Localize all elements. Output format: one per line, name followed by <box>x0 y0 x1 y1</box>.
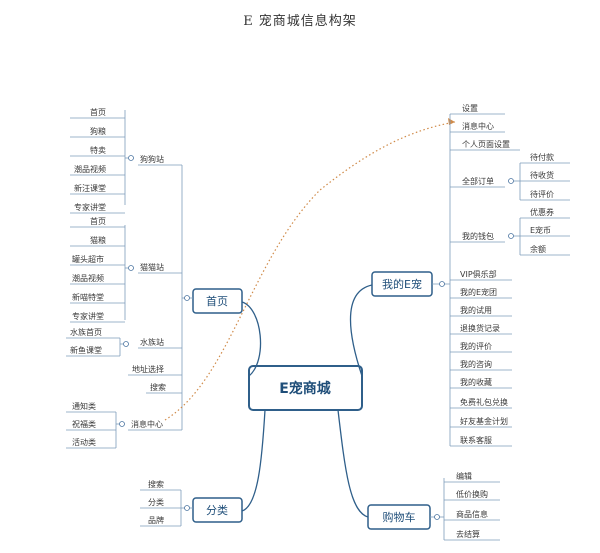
cart-product-info: 商品信息 <box>456 509 488 519</box>
cart-low-price: 低价换购 <box>456 489 488 499</box>
mine-group: 我的E宠团 <box>460 287 497 297</box>
mine-trial: 我的试用 <box>460 305 492 315</box>
mine-wallet-label: 我的钱包 <box>462 231 494 241</box>
mine-gift: 免费礼包兑换 <box>460 397 508 407</box>
wallet-items: 优惠券 E宠币 余额 <box>520 207 570 256</box>
dog-station-items: 首页 狗粮 特卖 潮品视频 新汪课堂 专家讲堂 <box>70 107 125 214</box>
msg-item-activity: 活动类 <box>72 437 96 447</box>
cat-station-label: 猫猫站 <box>140 262 164 272</box>
home-node-box <box>192 288 243 314</box>
home-node-label: 首页 <box>206 294 228 308</box>
dog-station-label: 狗狗站 <box>140 154 164 164</box>
cat-item-expert: 专家讲堂 <box>72 311 104 321</box>
mine-msg-center: 消息中心 <box>462 121 494 131</box>
mine-node-label: 我的E宠 <box>382 277 422 291</box>
home-search-label: 搜索 <box>150 382 166 392</box>
center-node-box <box>248 365 363 411</box>
aqua-station-label: 水族站 <box>140 337 164 347</box>
link-center-mine <box>349 284 373 377</box>
link-center-home <box>241 301 262 377</box>
mine-service: 联系客服 <box>460 435 492 445</box>
category-items: 搜索 分类 品牌 <box>140 479 181 527</box>
wallet-balance: 余额 <box>530 244 546 254</box>
dog-item-home: 首页 <box>90 107 106 117</box>
dog-item-video: 潮品视频 <box>74 164 106 174</box>
cart-checkout: 去结算 <box>456 529 480 539</box>
mine-consult: 我的咨询 <box>460 359 492 369</box>
link-center-cart <box>337 409 369 518</box>
order-pending-receive: 待收货 <box>530 170 554 180</box>
order-items: 待付款 待收货 待评价 <box>520 152 570 201</box>
center-node-label: E宠商城 <box>279 380 331 397</box>
wallet-ecoin: E宠币 <box>530 225 551 235</box>
mine-personal-settings: 个人页面设置 <box>462 139 510 149</box>
cat-item-class: 新喵特堂 <box>72 292 104 302</box>
cart-edit: 编辑 <box>456 471 472 481</box>
cat-item-can: 罐头超市 <box>72 254 104 264</box>
address-select-label: 地址选择 <box>132 364 164 374</box>
dog-item-expert: 专家讲堂 <box>74 202 106 212</box>
mine-favorites: 我的收藏 <box>460 377 492 387</box>
order-pending-review: 待评价 <box>530 189 554 199</box>
category-node-label: 分类 <box>206 503 228 517</box>
category-item-search: 搜索 <box>148 479 164 489</box>
cat-item-food: 猫粮 <box>90 235 106 245</box>
mine-orders-label: 全部订单 <box>462 176 494 186</box>
diagram-title: E 宠商城信息构架 <box>243 14 357 29</box>
dog-item-sale: 特卖 <box>90 145 106 155</box>
cat-station-items: 首页 猫粮 罐头超市 潮品视频 新喵特堂 专家讲堂 <box>70 216 125 323</box>
msg-item-notify: 通知类 <box>72 401 96 411</box>
mine-returns: 退换货记录 <box>460 323 500 333</box>
msg-item-bless: 祝福类 <box>72 419 96 429</box>
mine-settings: 设置 <box>462 103 478 113</box>
mine-fund: 好友基金计划 <box>460 416 508 426</box>
category-node-box <box>192 497 243 523</box>
dog-item-food: 狗粮 <box>90 126 106 136</box>
mine-items: 设置 消息中心 个人页面设置 <box>450 103 520 151</box>
link-center-category <box>241 409 266 512</box>
msg-center-link-arrow <box>448 118 455 125</box>
aqua-item-home: 水族首页 <box>70 327 102 337</box>
cart-items: 编辑 低价换购 商品信息 去结算 <box>444 471 500 541</box>
msg-center-items: 通知类 祝福类 活动类 <box>66 401 116 449</box>
aqua-station-items: 水族首页 新鱼课堂 <box>66 327 120 357</box>
cat-item-home: 首页 <box>90 216 106 226</box>
home-msg-center-label: 消息中心 <box>131 419 163 429</box>
cart-node-label: 购物车 <box>383 510 416 524</box>
order-pending-pay: 待付款 <box>530 152 554 162</box>
category-item-class: 分类 <box>148 497 164 507</box>
category-item-brand: 品牌 <box>148 515 164 525</box>
msg-center-link <box>164 121 456 421</box>
cat-item-video: 潮品视频 <box>72 273 104 283</box>
wallet-coupon: 优惠券 <box>530 207 554 217</box>
mine-reviews: 我的评价 <box>460 341 492 351</box>
aqua-item-class: 新鱼课堂 <box>70 345 102 355</box>
mine-vip: VIP俱乐部 <box>460 269 497 279</box>
dog-item-class: 新汪课堂 <box>74 183 106 193</box>
mine-other-items: VIP俱乐部 我的E宠团 我的试用 退换货记录 我的评价 我的咨询 我的收藏 免… <box>450 269 512 447</box>
